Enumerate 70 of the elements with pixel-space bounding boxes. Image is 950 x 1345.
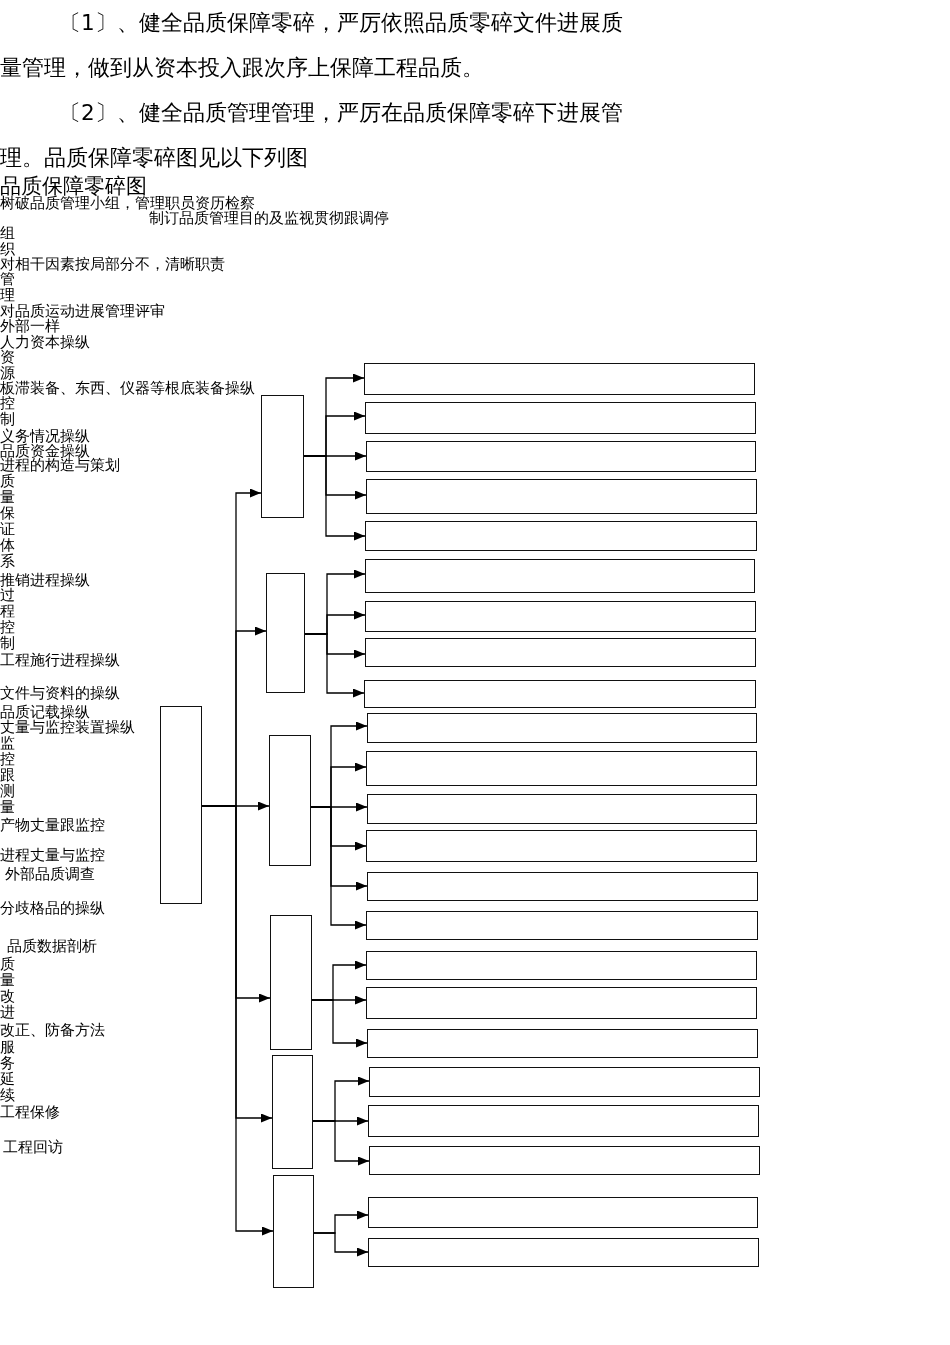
category-label: 过程控制 [0, 587, 15, 651]
category-box [270, 915, 312, 1050]
category-label: 控制 [0, 395, 15, 427]
category-box [261, 395, 304, 518]
category-label: 管理 [0, 271, 15, 303]
item-label: 外部品质调查 [5, 866, 95, 882]
item-box [366, 911, 758, 940]
item-label: 进程的构造与策划 [0, 457, 120, 473]
item-label: 工程保修 [0, 1104, 60, 1120]
category-box [269, 735, 311, 866]
diagram-title: 品质保障零碎图 [0, 176, 147, 196]
item-box [367, 794, 757, 824]
item-box [364, 363, 755, 395]
item-box [365, 601, 756, 632]
item-box [366, 830, 757, 862]
item-label: 工程施行进程操纵 [0, 652, 120, 668]
item-box [366, 479, 757, 514]
item-box [367, 872, 758, 901]
item-label: 树破品质管理小组，管理职员资历检察 [0, 195, 255, 211]
item-box [366, 441, 756, 472]
item-box [368, 1105, 759, 1137]
item-box [364, 680, 756, 708]
item-label: 产物丈量跟监控 [0, 817, 105, 833]
item-label: 品质记载操纵 [0, 704, 90, 720]
paragraph: 〔1〕、健全品质保障零碎，严厉依照品质零碎文件进展质量管理，做到从资本投入跟次序上保障工程品质。 [0, 9, 624, 82]
item-box [367, 1029, 758, 1058]
item-box [365, 521, 757, 551]
item-label: 义务情况操纵 [0, 428, 90, 444]
arrow [313, 1232, 369, 1257]
item-box [368, 1238, 759, 1267]
category-label: 质量保证体系 [0, 473, 15, 569]
arrow [312, 1120, 370, 1166]
item-label: 工程回访 [3, 1139, 63, 1155]
paragraph: 〔2〕、健全品质管理管理，严厉在品质保障零碎下进展管理。品质保障零碎图见以下列图 [0, 99, 624, 172]
item-box [365, 559, 755, 593]
item-label: 板滞装备、东西、仪器等根底装备操纵 [0, 380, 255, 396]
item-label: 推销进程操纵 [0, 572, 90, 588]
arrow [304, 633, 365, 698]
root-box [160, 706, 202, 904]
item-label: 制订品质管理目的及监视贯彻跟调停 [149, 210, 389, 226]
category-box [272, 1055, 313, 1169]
item-box [365, 402, 756, 434]
item-label: 品质资金操纵 [0, 443, 90, 459]
item-label: 对品质运动进展管理评审 [0, 303, 165, 319]
item-box [366, 987, 757, 1019]
item-label: 进程丈量与监控 [0, 847, 105, 863]
category-box [273, 1175, 314, 1288]
category-label: 资源 [0, 349, 15, 381]
item-label: 改正、防备方法 [0, 1022, 105, 1038]
item-box [366, 751, 757, 786]
category-box [266, 573, 305, 693]
item-box [365, 638, 756, 667]
item-box [369, 1067, 760, 1097]
item-box [368, 1197, 758, 1228]
category-label: 服务延续 [0, 1039, 15, 1103]
category-label: 监控跟测量 [0, 735, 15, 815]
item-label: 对相干因素按局部分不，清晰职责 [0, 256, 225, 272]
item-label: 分歧格品的操纵 [0, 900, 105, 916]
item-box [369, 1146, 760, 1175]
item-box [367, 713, 757, 743]
item-label: 外部一样 [0, 318, 60, 334]
item-label: 品质数据剖析 [7, 938, 97, 954]
category-label: 组织 [0, 225, 15, 257]
item-box [366, 951, 757, 980]
category-label: 质量改进 [0, 956, 15, 1020]
item-label: 文件与资料的操纵 [0, 685, 120, 701]
arrow [303, 455, 366, 541]
arrow [311, 999, 368, 1048]
item-label: 丈量与监控装置操纵 [0, 719, 135, 735]
item-label: 人力资本操纵 [0, 334, 90, 350]
